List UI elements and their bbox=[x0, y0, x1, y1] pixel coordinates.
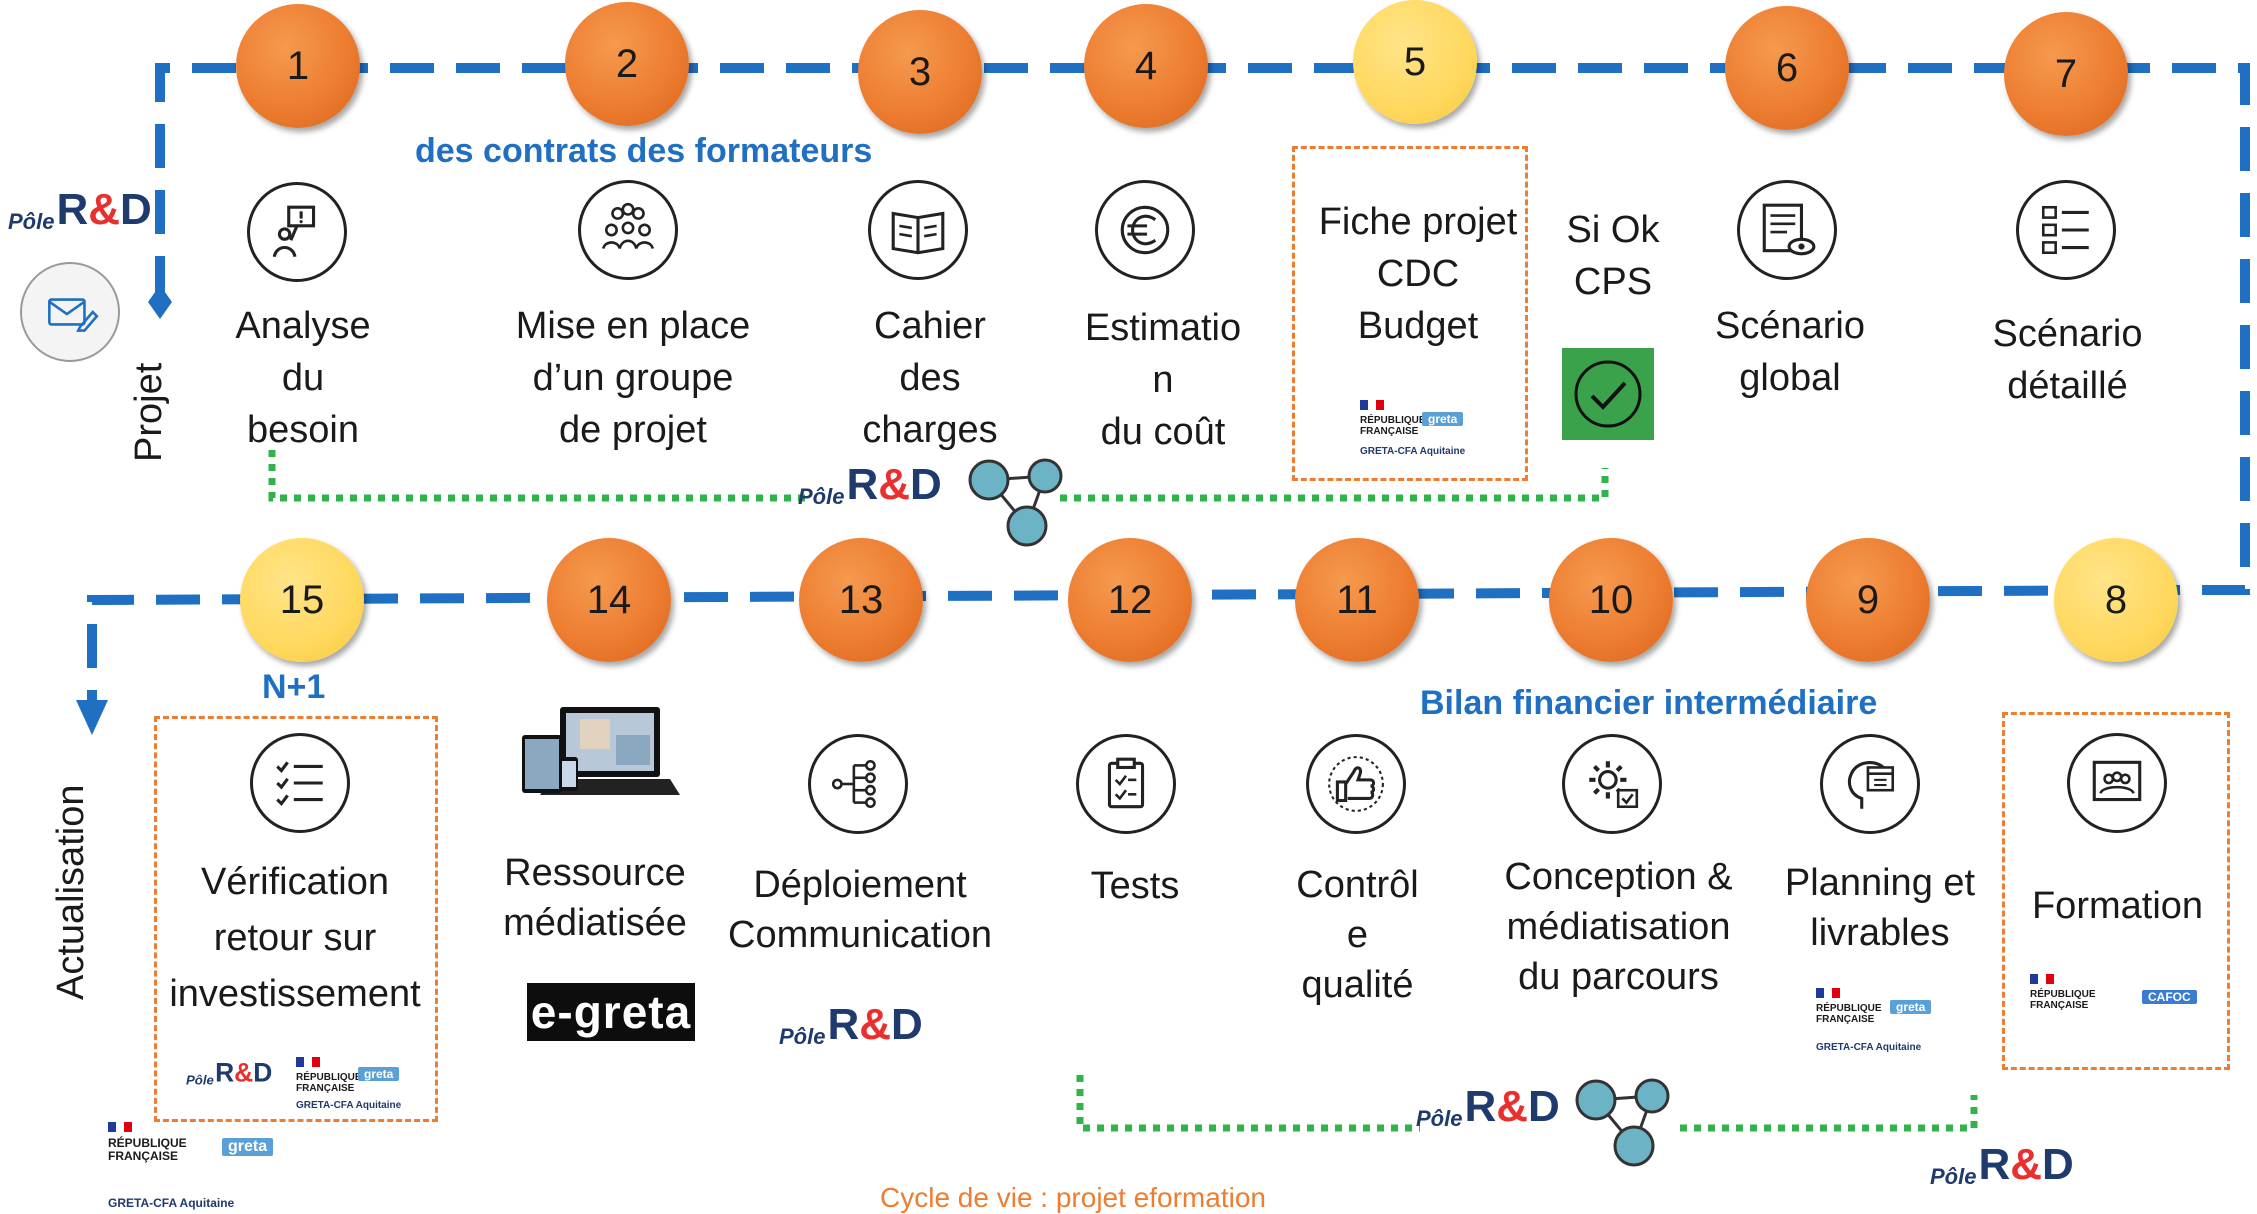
step-2-label: Mise en place d’un groupe de projet bbox=[515, 305, 751, 451]
step-3-label: Cahier des charges bbox=[862, 305, 998, 451]
deployment-icon bbox=[808, 734, 908, 834]
step-11-label: Contrôl e qualité bbox=[1296, 864, 1419, 1006]
n-plus-1-heading: N+1 bbox=[262, 668, 326, 706]
step-15-box bbox=[154, 716, 438, 1122]
step-3-circle: 3 bbox=[858, 10, 982, 134]
step-15-circle: 15 bbox=[240, 538, 364, 662]
top-process-line bbox=[155, 63, 2250, 595]
classroom-icon bbox=[2067, 733, 2167, 833]
step-9-circle: 9 bbox=[1806, 538, 1930, 662]
greta-cfa-bottom-left: GRETA-CFA Aquitaine bbox=[108, 1196, 235, 1210]
greta-badge-step15: greta bbox=[358, 1067, 400, 1081]
step-7-label: Scénario détaillé bbox=[1992, 313, 2143, 407]
actualisation-arrow bbox=[76, 700, 108, 735]
global-scenario-icon bbox=[1737, 180, 1837, 280]
step-9-label: Planning et livrables bbox=[1784, 862, 1976, 954]
step-6-label: Scénario global bbox=[1715, 305, 1865, 399]
analysis-icon bbox=[247, 182, 347, 282]
euro-icon bbox=[1095, 180, 1195, 280]
greta-badge-step9: greta bbox=[1890, 1000, 1932, 1014]
step-12-label: Tests bbox=[1090, 865, 1180, 907]
step-5-label: Fiche projet CDC Budget bbox=[1318, 201, 1518, 347]
step-8-circle: 8 bbox=[2054, 538, 2178, 662]
actualisation-side-label: Actualisation bbox=[50, 784, 92, 1000]
step-14-circle: 14 bbox=[547, 538, 671, 662]
clipboard-icon bbox=[1076, 734, 1176, 834]
greta-cfa-step5: GRETA-CFA Aquitaine bbox=[1360, 446, 1466, 457]
greta-cfa-step9: GRETA-CFA Aquitaine bbox=[1816, 1042, 1922, 1053]
step-8-box bbox=[2002, 712, 2230, 1070]
footer-caption: Cycle de vie : projet eformation bbox=[880, 1182, 1266, 1213]
greta-badge-step5: greta bbox=[1422, 412, 1464, 426]
step-15-label: Vérification retour sur investissement bbox=[169, 861, 421, 1015]
step-13-circle: 13 bbox=[799, 538, 923, 662]
envelope-edit-icon bbox=[20, 262, 120, 362]
checklist-icon bbox=[250, 733, 350, 833]
step-5-box bbox=[1292, 146, 1528, 481]
step-4-label: Estimatio n du coût bbox=[1084, 307, 1242, 453]
step-2-circle: 2 bbox=[565, 2, 689, 126]
egreta-logo: e-greta bbox=[527, 983, 695, 1041]
step-6-circle: 6 bbox=[1725, 6, 1849, 130]
step-1-label: Analyse du besoin bbox=[235, 305, 371, 451]
thumbs-up-icon bbox=[1306, 734, 1406, 834]
check-icon bbox=[1562, 348, 1654, 440]
bottom-green-link bbox=[1076, 1075, 1978, 1132]
head-planning-icon bbox=[1820, 734, 1920, 834]
step-5-circle: 5 bbox=[1353, 0, 1477, 124]
si-ok-label: Si Ok CPS bbox=[1566, 209, 1660, 303]
bottom-process-line bbox=[87, 585, 2181, 700]
step-8-label: Formation bbox=[2031, 885, 2204, 927]
step-4-circle: 4 bbox=[1084, 4, 1208, 128]
group-icon bbox=[578, 180, 678, 280]
cafoc-badge-step8: CAFOC bbox=[2142, 990, 2197, 1004]
book-icon bbox=[868, 180, 968, 280]
bilan-heading: Bilan financier intermédiaire bbox=[1420, 684, 1878, 722]
detailed-scenario-icon bbox=[2016, 180, 2116, 280]
start-diamond bbox=[148, 285, 172, 319]
step-1-circle: 1 bbox=[236, 4, 360, 128]
projet-side-label: Projet bbox=[128, 362, 170, 462]
step-14-label: Ressource médiatisée bbox=[503, 852, 687, 944]
network-people-icon-top bbox=[968, 458, 1063, 547]
greta-cfa-step15: GRETA-CFA Aquitaine bbox=[296, 1100, 402, 1111]
gear-icon bbox=[1562, 734, 1662, 834]
devices-image bbox=[522, 707, 680, 795]
step-12-circle: 12 bbox=[1068, 538, 1192, 662]
greta-badge-bottom-left: greta bbox=[222, 1138, 274, 1156]
contracts-heading: des contrats des formateurs bbox=[415, 132, 873, 170]
top-green-link bbox=[268, 450, 1609, 502]
step-13-label: Déploiement Communication bbox=[728, 864, 992, 956]
step-10-label: Conception & médiatisation du parcours bbox=[1504, 856, 1733, 998]
step-11-circle: 11 bbox=[1295, 538, 1419, 662]
step-10-circle: 10 bbox=[1549, 538, 1673, 662]
network-people-icon-bottom bbox=[1575, 1078, 1670, 1167]
step-7-circle: 7 bbox=[2004, 12, 2128, 136]
